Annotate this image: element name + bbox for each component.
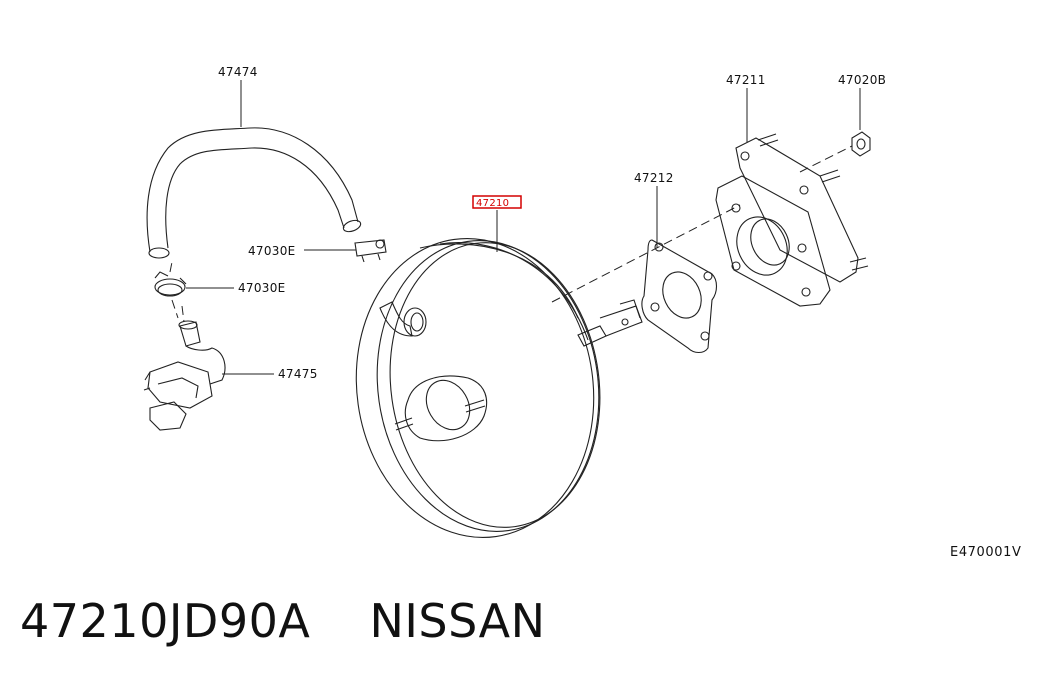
callout-47030e-lower: 47030E [238, 281, 286, 295]
part-number: 47210JD90A [20, 594, 311, 648]
spacer-plate [715, 133, 869, 307]
callout-47030e-upper: 47030E [248, 244, 296, 258]
flange-nut [851, 131, 871, 157]
caption: 47210JD90A NISSAN [20, 594, 546, 664]
brake-booster [355, 238, 643, 538]
gasket [641, 239, 718, 354]
callout-47211: 47211 [726, 73, 766, 87]
callout-47212: 47212 [634, 171, 674, 185]
vacuum-hose [146, 127, 362, 259]
callout-highlight-box [472, 195, 522, 209]
callout-47210: 47210 [476, 198, 509, 209]
hose-clip-lower [154, 271, 187, 297]
brand-name: NISSAN [369, 594, 546, 648]
hose-clip-upper [354, 239, 387, 263]
callout-47020b: 47020B [838, 73, 886, 87]
callout-47475: 47475 [278, 367, 318, 381]
diagram-code: E470001V [950, 545, 1022, 560]
callout-47474: 47474 [218, 65, 258, 79]
leader-lines [186, 80, 861, 375]
check-valve [143, 320, 226, 431]
assembly-axes [169, 145, 853, 323]
